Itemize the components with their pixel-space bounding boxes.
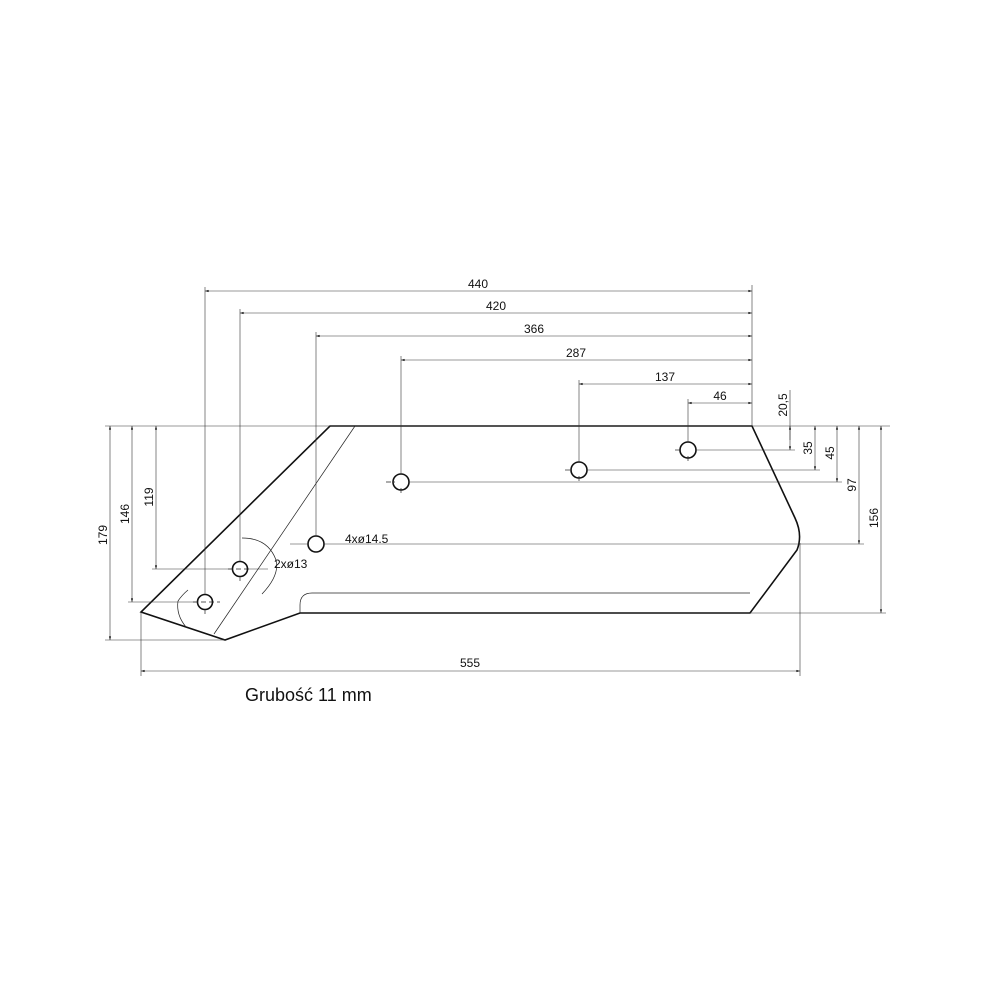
hole	[679, 441, 697, 459]
hole-note-large: 4xø14.5	[345, 532, 389, 546]
dim-119: 119	[142, 487, 156, 506]
center-marks	[193, 449, 689, 617]
dim-420: 420	[486, 299, 506, 313]
dim-440: 440	[468, 277, 488, 291]
hole	[570, 461, 588, 479]
dim-35: 35	[801, 441, 815, 455]
dim-45: 45	[823, 446, 837, 460]
dim-179: 179	[96, 525, 110, 545]
blade-outline	[139, 425, 801, 641]
bevel-line	[213, 425, 356, 635]
dimension-lines	[108, 289, 883, 673]
dim-156: 156	[867, 508, 881, 528]
dim-555: 555	[460, 656, 480, 670]
dim-146: 146	[118, 504, 132, 524]
hole-note-small: 2xø13	[274, 557, 308, 571]
dim-20-5: 20,5	[776, 393, 790, 417]
inner-edge-line	[299, 592, 750, 613]
extension-lines	[105, 285, 890, 676]
holes	[196, 441, 697, 611]
hole	[392, 473, 410, 491]
dim-46: 46	[713, 389, 727, 403]
slot-arc-lower	[177, 589, 189, 628]
slot-arc	[241, 537, 278, 595]
dim-137: 137	[655, 370, 675, 384]
dim-287: 287	[566, 346, 586, 360]
thickness-note: Grubość 11 mm	[245, 685, 372, 705]
dim-97: 97	[845, 478, 859, 492]
hole	[307, 535, 325, 553]
dim-366: 366	[524, 322, 544, 336]
